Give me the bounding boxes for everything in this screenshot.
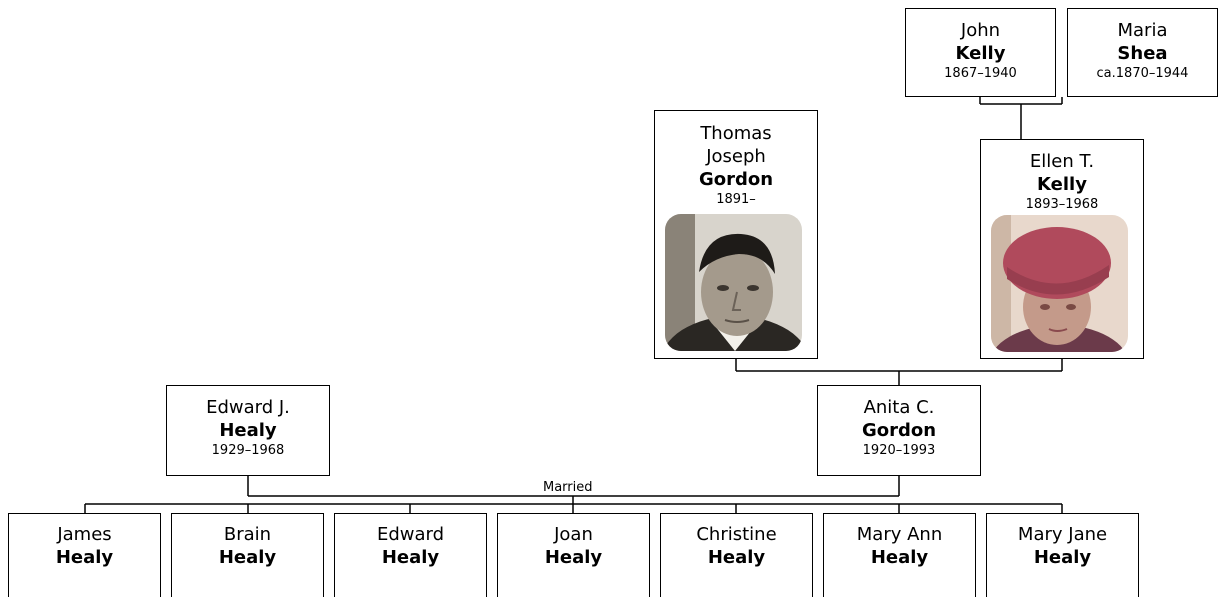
surname: Healy: [707, 547, 766, 568]
surname: Healy: [219, 420, 277, 441]
first-name: John: [960, 20, 1001, 41]
child-box[interactable]: Joan Healy: [497, 513, 650, 597]
first-name: Maria: [1117, 20, 1168, 41]
portrait-photo: [665, 214, 802, 351]
person-thomas-gordon[interactable]: Thomas Joseph Gordon 1891–: [654, 110, 818, 359]
first-name: Anita C.: [863, 397, 935, 418]
surname: Kelly: [1037, 174, 1087, 195]
surname: Healy: [218, 547, 277, 568]
first-name: Joan: [554, 524, 593, 545]
person-ellen-kelly[interactable]: Ellen T. Kelly 1893–1968: [980, 139, 1144, 359]
child-box[interactable]: Edward Healy: [334, 513, 487, 597]
child-box[interactable]: Mary Ann Healy: [823, 513, 976, 597]
first-name: Edward J.: [206, 397, 290, 418]
life-dates: 1893–1968: [1025, 197, 1099, 212]
life-dates: 1920–1993: [862, 443, 936, 458]
child-box[interactable]: Brain Healy: [171, 513, 324, 597]
first-name: Edward: [376, 524, 445, 545]
first-name: Thomas Joseph: [700, 123, 772, 167]
person-john-kelly[interactable]: John Kelly 1867–1940: [905, 8, 1056, 97]
surname: Gordon: [861, 420, 937, 441]
first-name: Ellen T.: [1029, 151, 1095, 172]
surname: Healy: [381, 547, 440, 568]
person-edward-j-healy[interactable]: Edward J. Healy 1929–1968: [166, 385, 330, 476]
first-name: Christine: [696, 524, 777, 545]
surname: Gordon: [698, 169, 774, 190]
first-name: Brain: [223, 524, 272, 545]
married-label: Married: [540, 480, 596, 495]
surname: Healy: [544, 547, 603, 568]
surname: Healy: [55, 547, 114, 568]
child-box[interactable]: Christine Healy: [660, 513, 813, 597]
person-maria-shea[interactable]: Maria Shea ca.1870–1944: [1067, 8, 1218, 97]
first-name: Mary Jane: [1017, 524, 1108, 545]
first-name: James: [57, 524, 112, 545]
surname: Kelly: [955, 43, 1006, 64]
surname: Shea: [1117, 43, 1168, 64]
child-box[interactable]: James Healy: [8, 513, 161, 597]
first-name: Mary Ann: [856, 524, 943, 545]
life-dates: 1867–1940: [944, 66, 1017, 81]
life-dates: ca.1870–1944: [1096, 66, 1189, 81]
life-dates: 1929–1968: [211, 443, 285, 458]
child-box[interactable]: Mary Jane Healy: [986, 513, 1139, 597]
portrait-photo: [991, 215, 1128, 352]
surname: Healy: [870, 547, 929, 568]
surname: Healy: [1033, 547, 1092, 568]
life-dates: 1891–: [716, 192, 756, 207]
person-anita-gordon[interactable]: Anita C. Gordon 1920–1993: [817, 385, 981, 476]
